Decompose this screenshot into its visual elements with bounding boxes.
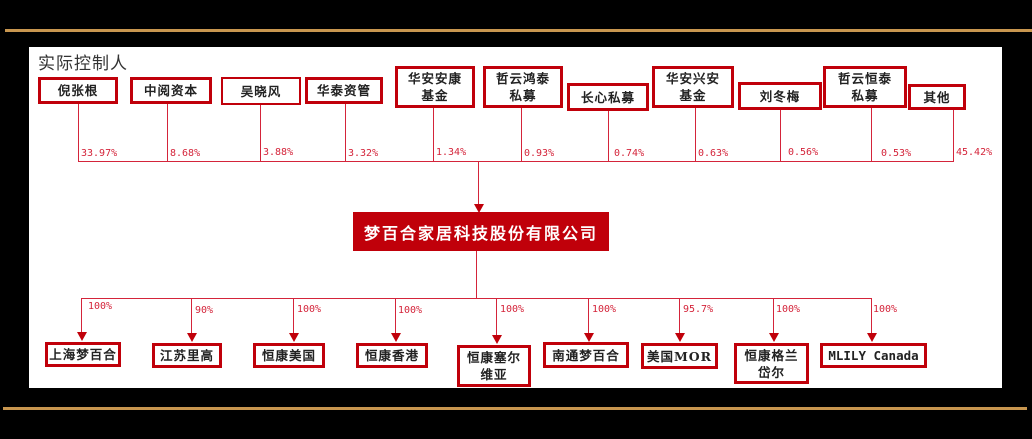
connector-line — [81, 298, 82, 334]
connector-line — [871, 108, 872, 161]
ownership-pct: 100% — [592, 304, 617, 315]
arrow-down-icon — [391, 333, 401, 342]
ownership-pct: 100% — [500, 304, 525, 315]
shareholding-pct: 0.93% — [524, 148, 555, 159]
connector-line — [293, 298, 294, 335]
connector-line — [521, 108, 522, 161]
connector-line — [433, 108, 434, 161]
subsidiary-box: 恒康香港 — [356, 343, 428, 368]
shareholder-box: 哲云恒泰 私募 — [823, 66, 907, 108]
connector-line — [78, 104, 79, 161]
connector-line — [478, 161, 479, 206]
shareholder-box: 华安兴安 基金 — [652, 66, 734, 108]
shareholder-box: 华安安康 基金 — [395, 66, 475, 108]
ownership-pct: 100% — [297, 304, 322, 315]
bottom-divider — [3, 407, 1027, 410]
arrow-down-icon — [584, 333, 594, 342]
subsidiary-box: MLILY Canada — [820, 343, 927, 368]
subsidiary-box: 恒康格兰 岱尔 — [734, 343, 809, 384]
diagram-title: 实际控制人 — [38, 54, 128, 74]
shareholding-pct: 8.68% — [170, 148, 201, 159]
shareholder-box: 长心私募 — [567, 83, 649, 111]
arrow-down-icon — [492, 335, 502, 344]
subsidiary-box: 江苏里高 — [152, 343, 222, 368]
shareholding-pct: 0.56% — [788, 147, 819, 158]
subsidiary-bus-line — [81, 298, 872, 299]
arrow-down-icon — [289, 333, 299, 342]
connector-line — [588, 298, 589, 335]
shareholding-pct: 1.34% — [436, 147, 467, 158]
arrow-down-icon — [769, 333, 779, 342]
ownership-pct: 90% — [195, 305, 214, 316]
connector-line — [608, 111, 609, 161]
connector-line — [167, 104, 168, 161]
shareholding-pct: 3.88% — [263, 147, 294, 158]
shareholder-box: 哲云鸿泰 私募 — [483, 66, 563, 108]
shareholding-pct: 33.97% — [81, 148, 118, 159]
shareholder-box: 中阅资本 — [130, 77, 212, 104]
connector-line — [695, 108, 696, 161]
connector-line — [260, 105, 261, 161]
shareholder-box: 华泰资管 — [305, 77, 383, 104]
connector-line — [496, 298, 497, 335]
connector-line — [871, 298, 872, 335]
connector-line — [773, 298, 774, 335]
subsidiary-box: 恒康美国 — [253, 343, 325, 368]
ownership-pct: 100% — [88, 301, 113, 312]
company-box: 梦百合家居科技股份有限公司 — [353, 212, 609, 251]
connector-line — [679, 298, 680, 335]
connector-line — [191, 298, 192, 335]
connector-line — [780, 110, 781, 161]
connector-line — [953, 110, 954, 161]
ownership-pct: 95.7% — [683, 304, 714, 315]
shareholding-pct: 3.32% — [348, 148, 379, 159]
shareholding-pct: 45.42% — [956, 147, 993, 158]
ownership-pct: 100% — [873, 304, 898, 315]
shareholder-box: 其他 — [908, 84, 966, 110]
arrow-down-icon — [675, 333, 685, 342]
shareholding-pct: 0.74% — [614, 148, 645, 159]
connector-line — [345, 104, 346, 161]
arrow-down-icon — [77, 332, 87, 341]
connector-line — [476, 251, 477, 298]
arrow-down-icon — [474, 204, 484, 213]
connector-line — [395, 298, 396, 335]
ownership-pct: 100% — [776, 304, 801, 315]
subsidiary-box: 恒康塞尔 维亚 — [457, 345, 531, 387]
subsidiary-box: 美国MOR — [641, 343, 718, 369]
shareholder-box: 刘冬梅 — [738, 82, 822, 110]
arrow-down-icon — [187, 333, 197, 342]
shareholding-pct: 0.63% — [698, 148, 729, 159]
subsidiary-box: 南通梦百合 — [543, 342, 629, 368]
ownership-pct: 100% — [398, 305, 423, 316]
shareholding-pct: 0.53% — [881, 148, 912, 159]
shareholder-box: 倪张根 — [38, 77, 118, 104]
top-divider — [5, 29, 1032, 32]
subsidiary-box: 上海梦百合 — [45, 342, 121, 367]
shareholder-bus-line — [78, 161, 954, 162]
arrow-down-icon — [867, 333, 877, 342]
shareholder-box: 吴晓风 — [221, 77, 301, 105]
